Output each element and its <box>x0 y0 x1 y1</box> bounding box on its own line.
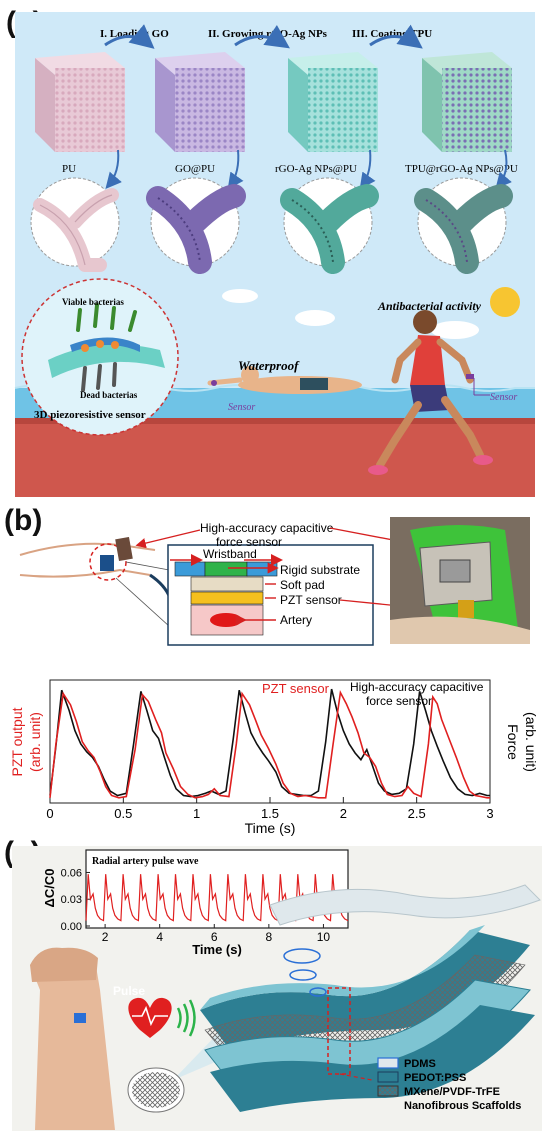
zoom-arrow-1 <box>105 149 122 190</box>
chart-c-xtick-label: 4 <box>156 930 163 944</box>
panel-label-b: (b) <box>4 504 43 537</box>
layer-pzt-sensor: PZT sensor <box>280 593 342 607</box>
callout-line-2: force sensor <box>216 535 282 549</box>
panel-c: Radial artery pulse wave 2 4 6 8 10 0.00 0.03 0… <box>12 846 542 1131</box>
waterproof-label: Waterproof <box>238 358 300 373</box>
material-legend: PDMS PEDOT:PSS MXene/PVDF-TrFE Nanofibro… <box>377 1057 521 1112</box>
chart-c-xtick-label: 10 <box>317 930 331 944</box>
chart-b-xtick-label: 2.5 <box>408 806 426 821</box>
layer-soft-pad: Soft pad <box>280 578 325 592</box>
cube-pu <box>35 52 125 152</box>
zoom-arrow-3 <box>359 149 376 190</box>
wrist-sensor-patch <box>74 1013 86 1023</box>
step-3-label: III. Coating TPU <box>352 28 432 40</box>
chart-c-xtick-label: 2 <box>102 930 109 944</box>
chart-b-ylabel-2: (arb. unit) <box>27 712 43 772</box>
runner <box>368 310 493 475</box>
layer-artery: Artery <box>280 613 312 627</box>
legend-pdms: PDMS <box>404 1058 436 1070</box>
signal-waves-icon <box>176 999 196 1037</box>
legend-mxene-pvdf: MXene/PVDF-TrFE <box>404 1086 500 1098</box>
chart-b-y2label-1: Force <box>505 724 521 760</box>
heart-pulse-icon <box>128 997 172 1038</box>
layer-rigid-substrate: Rigid substrate <box>280 563 360 577</box>
legend-capacitive-line-1: High-accuracy capacitive <box>350 680 484 694</box>
chart-c-ytick-label: 0.06 <box>61 867 82 879</box>
chart-b-xtick-label: 2 <box>340 806 347 821</box>
arrow-step-2 <box>234 24 290 49</box>
cloud-3 <box>431 321 479 339</box>
arrow-step-3 <box>369 24 423 49</box>
chart-c-xtick-label: 6 <box>211 930 218 944</box>
dead-bacteria-label: Dead bacterias <box>80 390 138 400</box>
zoom-arrow-4 <box>495 149 512 190</box>
chart-b-series-line <box>49 688 490 798</box>
pulse-comparison-chart: 0 0.5 1 1.5 2 2.5 3 Time (s) PZT output (arb. … <box>9 679 539 836</box>
viable-bacteria-label: Viable bacterias <box>62 297 124 307</box>
callout-line-1: High-accuracy capacitive <box>200 521 334 535</box>
zoom-arrow-2 <box>227 149 244 190</box>
wristband-photo <box>390 517 530 644</box>
antibacterial-label: Antibacterial activity <box>377 299 482 313</box>
chart-b-xtick-label: 1.5 <box>261 806 279 821</box>
arrow-step-1 <box>104 24 155 49</box>
chart-c-xlabel: Time (s) <box>192 942 242 957</box>
chart-c-xtick-label: 8 <box>266 930 273 944</box>
chart-b-y2label-2: (arb. unit) <box>523 712 539 772</box>
wristband-label: Wristband <box>203 547 257 561</box>
chart-b-ylabel-1: PZT output <box>9 707 25 776</box>
cube-tpu-rgo-ag-pu <box>422 52 512 152</box>
legend-nanofibrous: Nanofibrous Scaffolds <box>404 1100 521 1112</box>
pulse-label: Pulse <box>113 984 145 998</box>
chart-b-xtick-label: 0 <box>46 806 53 821</box>
panel-a: I. Loading GO II. Growing rGO-Ag NPs III… <box>14 12 535 497</box>
legend-swatch-mxene <box>377 1085 399 1097</box>
sensor-3d-circle <box>21 278 179 436</box>
chart-c-ytick-label: 0.03 <box>61 894 82 906</box>
sensor-run-label: Sensor <box>490 392 517 403</box>
chart-b-series-line <box>49 689 490 799</box>
label-tpu-rgo-ag-pu: TPU@rGO-Ag NPs@PU <box>405 163 518 175</box>
panel-b-schematic: Wristband Rigid substrate Soft pad PZT s… <box>19 517 530 646</box>
arm-sketch <box>19 536 172 599</box>
legend-pedot-pss: PEDOT:PSS <box>404 1072 466 1084</box>
sensor-3d-label: 3D piezoresistive sensor <box>34 409 146 421</box>
cube-rgo-ag-pu <box>288 52 378 152</box>
nanofiber-zoom <box>127 1000 250 1113</box>
label-go-pu: GO@PU <box>175 163 215 175</box>
sensor-swim-label: Sensor <box>228 402 255 413</box>
chart-b-xtick-label: 3 <box>486 806 493 821</box>
cube-go-pu <box>155 52 245 152</box>
wrist-illustration <box>30 947 115 1130</box>
chart-c-ytick-label: 0.00 <box>61 921 82 933</box>
chart-b-xtick-label: 1 <box>193 806 200 821</box>
legend-pzt-sensor: PZT sensor <box>262 681 330 696</box>
label-rgo-ag-pu: rGO-Ag NPs@PU <box>275 163 357 175</box>
legend-capacitive-line-2: force sensor <box>366 694 432 708</box>
zoom-circle-rgo <box>280 177 379 274</box>
chart-c-title: Radial artery pulse wave <box>92 856 199 867</box>
legend-swatch-pdms <box>377 1057 399 1069</box>
zoom-circle-tpu <box>414 177 513 274</box>
legend-swatch-pedot <box>377 1071 399 1083</box>
label-pu: PU <box>62 163 76 175</box>
layered-sensor <box>200 884 541 1112</box>
zoom-circle-pu <box>30 177 120 272</box>
swimmer <box>207 366 362 394</box>
cloud-2 <box>295 310 335 326</box>
zoom-circle-go <box>146 177 246 274</box>
chart-b-xtick-label: 0.5 <box>114 806 132 821</box>
cloud-1 <box>222 289 258 303</box>
chart-c-ylabel: ΔC/C0 <box>42 869 57 908</box>
chart-b-xlabel: Time (s) <box>245 820 296 836</box>
sun-icon <box>490 287 520 317</box>
